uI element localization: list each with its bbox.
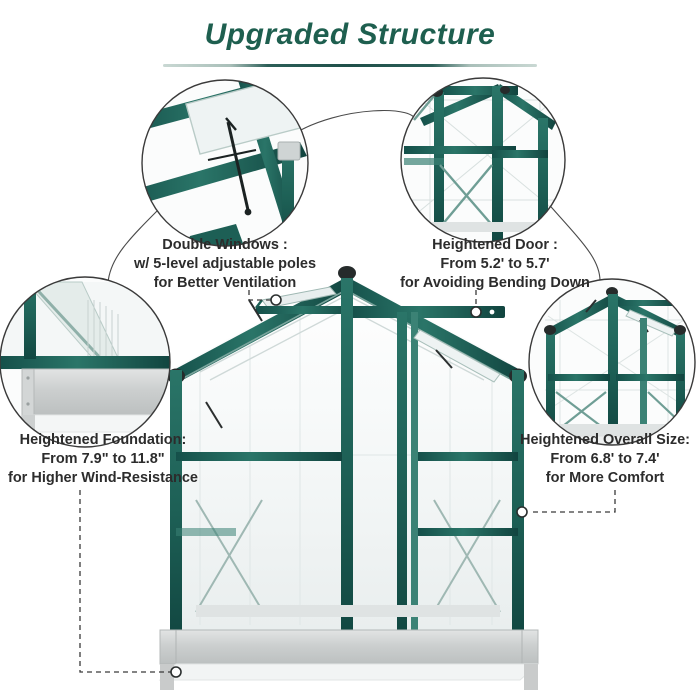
arc-top-left-to-bottom-left [107,204,164,284]
callout-caption-heightened-overall-size: Heightened Overall Size: From 6.8' to 7.… [460,431,700,488]
leader-marker-group [170,294,528,678]
rail-mid-left [176,452,342,461]
caption-line: Heightened Door : [432,237,558,253]
marker-heightened-door [470,306,482,318]
caption-line: for More Comfort [545,470,665,486]
callout-circle-heightened-door [400,77,566,243]
foundation-base [159,629,539,665]
title-divider [163,64,537,67]
marker-heightened-foundation [170,666,182,678]
leader-heightened-overall-size [529,490,616,513]
post-front-right [512,370,524,632]
ridge-cap [338,266,356,280]
roof-slope-right [342,278,524,383]
caption-line: Heightened Overall Size: [519,432,691,448]
arc-top-left-to-top-right [291,110,416,136]
caption-line: From 7.9" to 11.8" [41,451,165,467]
interior-braces [195,499,501,616]
foundation-shadow-plate [158,663,540,681]
leader-double-windows [248,290,271,301]
callout-caption-heightened-foundation: Heightened Foundation: From 7.9" to 11.8… [0,431,248,488]
post-door-left [397,312,407,632]
vent-sash-pole-left [205,401,223,429]
callout-circle-heightened-overall-size [528,278,696,446]
caption-line: w/ 5-level adjustable poles [133,256,317,272]
marker-double-windows [270,294,282,306]
vent-sash-pole-right [435,349,453,369]
page-title: Upgraded Structure [204,18,496,51]
arc-top-right-to-bottom-right [544,199,601,282]
callout-caption-heightened-door: Heightened Door : From 5.2' to 5.7' for … [330,236,660,293]
caption-line: Double Windows : [162,237,288,253]
rail-low-right [418,528,518,536]
caption-line: From 6.8' to 7.4' [550,451,660,467]
post-ridge-center [341,278,353,632]
callout-circle-double-windows [141,79,309,247]
post-door-right [411,312,418,632]
foundation-leg-right [524,664,538,690]
callout-circle-heightened-foundation [0,276,171,448]
caption-line: for Avoiding Bending Down [400,275,590,291]
caption-line: for Higher Wind-Resistance [7,470,198,486]
post-front-left [170,370,182,632]
vent-adjustable-pole [248,299,263,322]
callout-caption-double-windows: Double Windows : w/ 5-level adjustable p… [80,236,370,293]
door-header-small-dot [489,309,495,315]
leader-line-group [79,290,616,673]
door-header-beam [349,306,505,318]
roof-slope-left [170,278,352,383]
roof-vent-sash-right [413,329,501,383]
leader-heightened-foundation [79,490,174,673]
marker-heightened-overall-size [516,506,528,518]
rail-low-left [176,528,236,536]
caption-line: for Better Ventilation [153,275,297,291]
interior-floor-plate [196,605,500,617]
caption-line: Heightened Foundation: [19,432,187,448]
greenhouse-illustration [158,266,540,690]
foundation-seams [175,630,523,664]
rail-mid-right [418,452,518,461]
caption-line: From 5.2' to 5.7' [440,256,550,272]
